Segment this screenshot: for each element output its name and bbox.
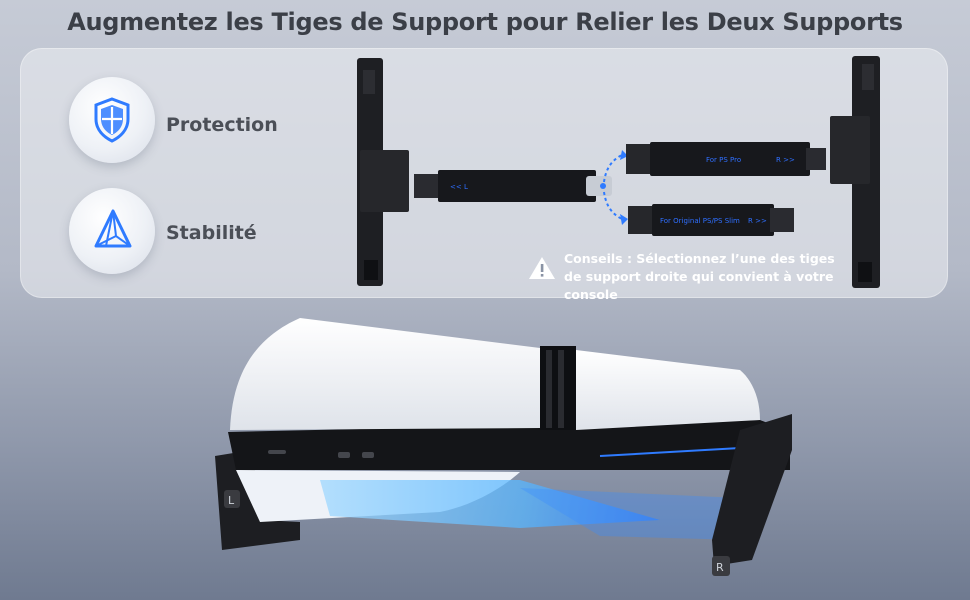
arrow-down-head (620, 214, 628, 225)
slim-rod (628, 204, 794, 236)
console (228, 318, 790, 540)
pro-rod-label: For PS Pro (706, 156, 741, 164)
stand-left-letter: L (228, 494, 235, 507)
left-rod (414, 170, 612, 202)
slim-rod-label: For Original PS/PS Slim (660, 217, 740, 225)
protection-label: Protection (166, 114, 278, 136)
stability-badge (69, 188, 155, 274)
pro-rod (626, 142, 826, 176)
arrow-up-head (620, 150, 628, 160)
arrow-up (603, 154, 623, 183)
left-rod-label: << L (450, 183, 468, 191)
pyramid-icon (94, 209, 132, 248)
page-title: Augmentez les Tiges de Support pour Reli… (67, 8, 903, 36)
shield-icon (94, 97, 130, 143)
stability-label: Stabilité (166, 222, 257, 244)
arrow-down (603, 191, 623, 220)
slim-rod-side: R >> (748, 217, 767, 225)
warning-icon (529, 257, 555, 279)
rod-diagram: << L For PS Pro R >> For Original PS/PS … (357, 56, 880, 288)
tip-text: Conseils : Sélectionnez l’une des tiges … (564, 251, 835, 302)
stand-right-letter: R (716, 561, 724, 574)
right-bracket (830, 56, 880, 288)
protection-badge (69, 77, 155, 163)
pro-rod-side: R >> (776, 156, 795, 164)
right-stand (712, 414, 792, 576)
left-bracket (357, 58, 409, 286)
